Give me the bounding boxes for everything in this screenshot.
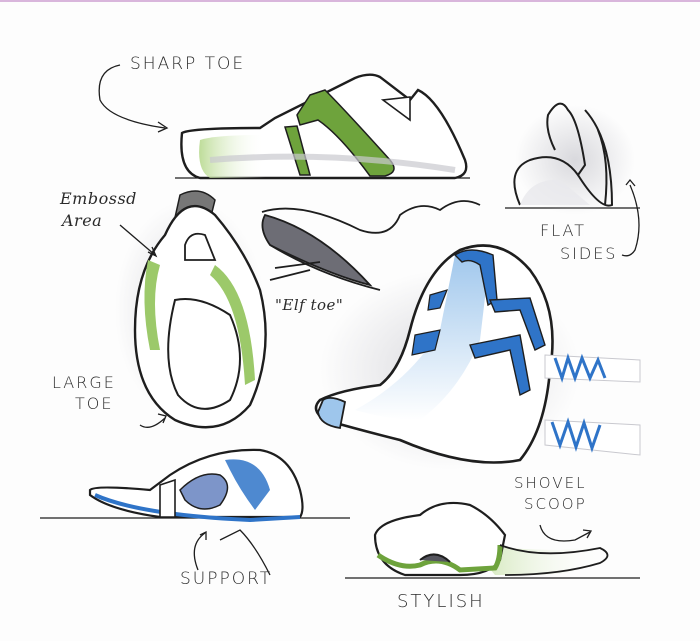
label-stylish: STYLISH xyxy=(397,591,485,612)
support-shoe-sketch xyxy=(88,448,304,523)
label-support: SUPPORT xyxy=(180,569,273,589)
sharp-toe-shoe-sketch xyxy=(180,73,468,180)
label-embossed-line1: Embossd xyxy=(60,189,137,208)
label-large-line2: TOE xyxy=(75,394,114,413)
flat-sides-shoe-sketch xyxy=(513,102,635,215)
label-large-line1: LARGE xyxy=(52,373,116,392)
label-shovel-line2: SCOOP xyxy=(524,495,587,513)
label-flat-line2: SIDES xyxy=(560,244,618,263)
label-sharp-toe: SHARP TOE xyxy=(130,54,246,74)
label-elf-toe: "Elf toe" xyxy=(275,296,344,314)
blue-curved-shoe-sketch xyxy=(314,244,641,470)
label-shovel-line1: SHOVEL xyxy=(514,474,587,492)
annotation-arrows xyxy=(98,64,640,576)
stylish-shoe-sketch xyxy=(373,501,609,577)
elf-toe-sole-sketch xyxy=(261,200,481,291)
top-border xyxy=(0,0,700,2)
label-embossed-line2: Area xyxy=(62,211,103,230)
top-view-green-shoe-sketch xyxy=(115,190,267,429)
label-flat-line1: FLAT xyxy=(540,221,586,240)
